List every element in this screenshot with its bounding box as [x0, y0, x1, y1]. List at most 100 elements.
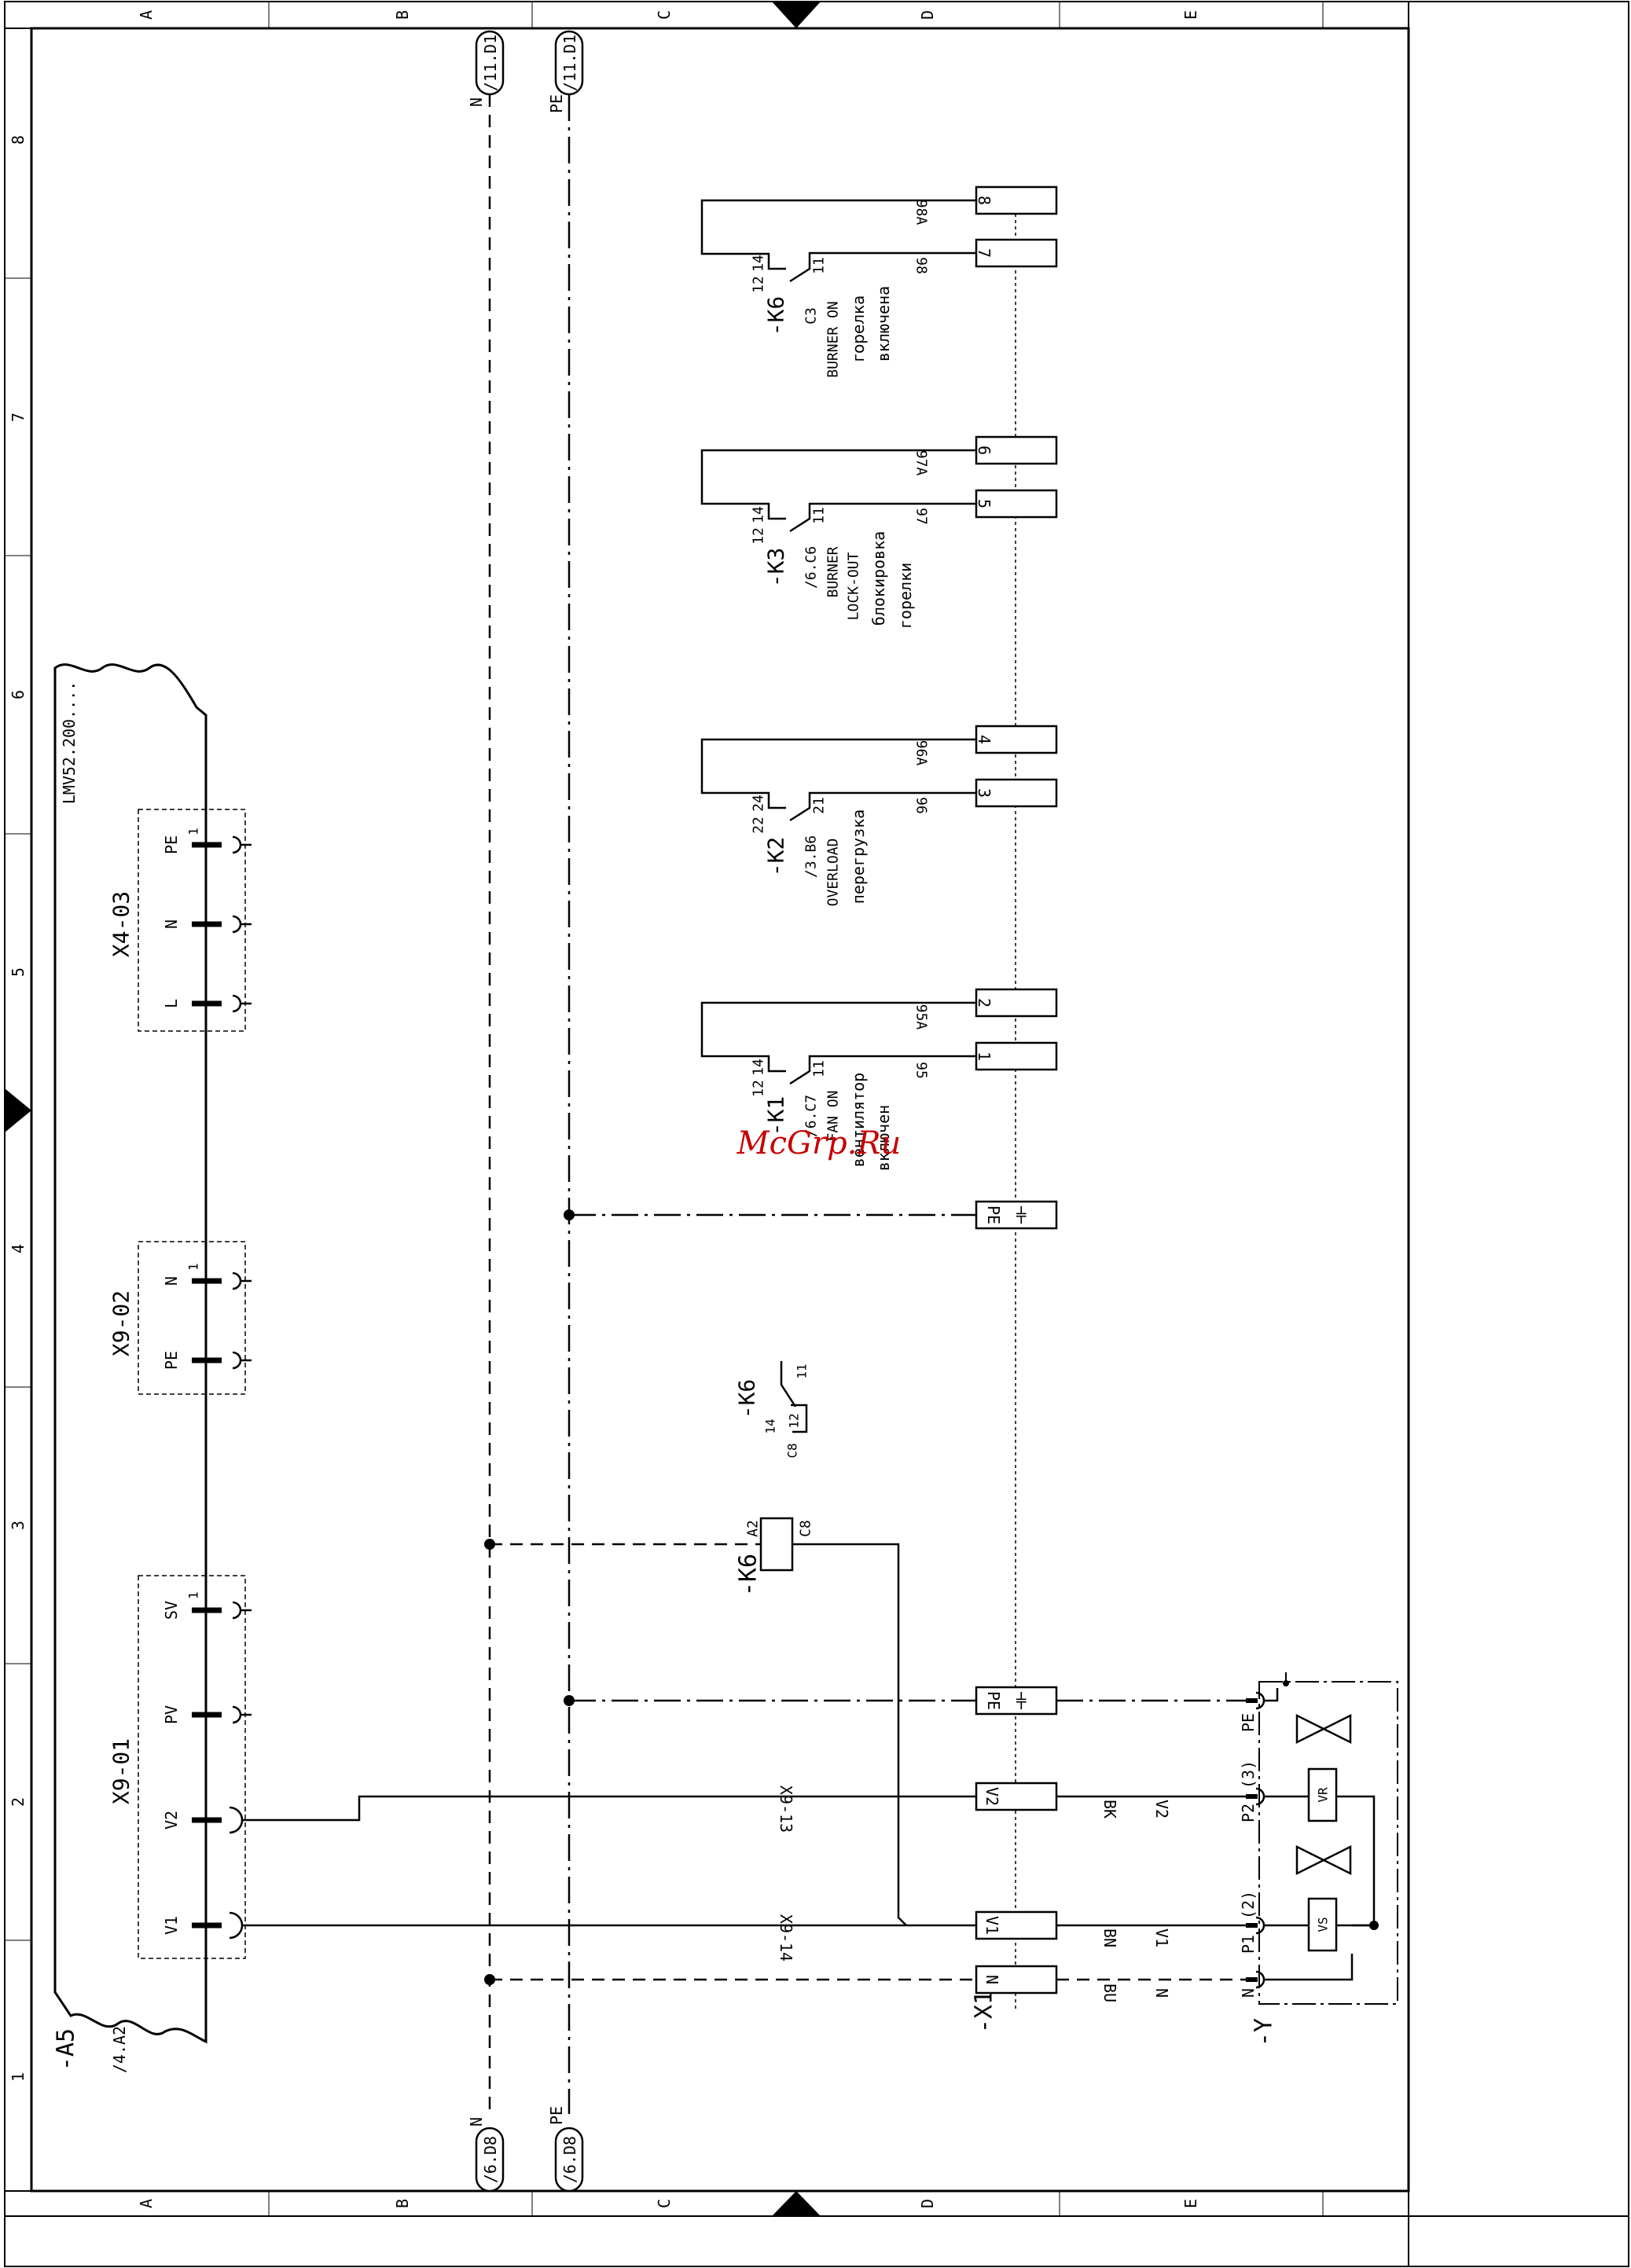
k3-c2: 14	[751, 506, 767, 523]
terminal-strip-x1: N V1 V2 PE ⊣⊢ PE ⊣⊢ 1 2 3 4 5 6 7 8 -X1	[971, 185, 1058, 2033]
k2-wire: 96	[913, 797, 930, 814]
x1-term-4: 4	[975, 735, 994, 744]
relay-k6-contact: 98A 98 12 14 11 -K6 C3 BURNER ON горелка…	[700, 200, 976, 378]
col-e-top: E	[1181, 10, 1200, 20]
valve-icon	[1295, 1844, 1352, 1876]
rails	[488, 94, 571, 2114]
junction-dots	[484, 1209, 575, 1985]
svg-text:/11.D1: /11.D1	[560, 35, 579, 91]
wire-labels: X9-13 X9-14 BK V2 BN V1 BU N	[777, 1785, 1171, 2002]
top-n-label: N	[467, 97, 486, 107]
wire-coil-v1	[792, 1543, 907, 1926]
x1-term-6: 6	[975, 446, 994, 455]
x1-term-5: 5	[975, 499, 994, 508]
k1-desc1: FAN ON	[825, 1090, 842, 1141]
k1-c1: 12	[751, 1080, 767, 1097]
k2-c3: 21	[811, 797, 828, 814]
controller-model: LMV52.200....	[60, 681, 79, 805]
bot-pe-ref: /6.D8	[554, 2127, 584, 2193]
k6-ref-12: 12	[787, 1413, 802, 1428]
k6-c2: 14	[751, 255, 767, 272]
valve-n: N	[1239, 1988, 1258, 1998]
relay-k3-contact: 97A 97 12 14 11 -K3 /6.C6 BURNER LOCK-OU…	[700, 449, 976, 629]
top-pe-label: PE	[547, 94, 566, 113]
k6-coil: A2 C8 -K6	[735, 1517, 814, 1596]
relay-k2-contact: 96A 96 22 24 21 -K2 /3.B6 OVERLOAD перег…	[700, 738, 976, 907]
valve-icon	[1295, 1713, 1352, 1745]
col-b-bottom: B	[393, 2199, 412, 2208]
svg-text:/11.D1: /11.D1	[481, 35, 500, 91]
controller-tag: -A5	[53, 2028, 80, 2071]
k1-desc2: вентилятор	[849, 1073, 868, 1167]
x1-term-2: 2	[975, 998, 994, 1007]
k1-tag: -K1	[763, 1096, 789, 1136]
k3-desc4: горелки	[896, 563, 915, 629]
col-e-bottom: E	[1181, 2199, 1200, 2208]
k2-wire-a: 96A	[913, 740, 930, 766]
row-4: 4	[9, 1244, 28, 1253]
bot-n-label: N	[467, 2117, 486, 2127]
x901-pin-v2: V2	[162, 1811, 181, 1829]
x901-pin-v1: V1	[162, 1916, 181, 1935]
bot-n-ref: /6.D8	[475, 2127, 505, 2193]
x9-02-label: X9-02	[108, 1290, 134, 1356]
wire-label-v1: V1	[1152, 1929, 1171, 1947]
k3-c3: 11	[811, 507, 828, 524]
k6-wire-a: 98A	[913, 200, 930, 226]
k2-c2: 24	[751, 795, 767, 812]
svg-text:/6.D8: /6.D8	[560, 2136, 579, 2183]
k2-desc1: OVERLOAD	[825, 839, 842, 907]
x1-term-v2: V2	[983, 1787, 1001, 1806]
col-d-bottom: D	[918, 2199, 937, 2208]
row-2: 2	[9, 1797, 28, 1807]
wires	[242, 189, 1246, 2012]
top-pe-ref: /11.D1	[554, 30, 584, 96]
x901-pin-pv: PV	[162, 1705, 181, 1724]
valve-p1n: (2)	[1239, 1891, 1258, 1919]
x1-term-v1: V1	[983, 1916, 1001, 1935]
column-labels: A B C D E A B C D E	[137, 10, 1200, 2208]
x4-pin-n: N	[162, 919, 181, 929]
x902-pin1: 1	[186, 1263, 201, 1271]
x4-pin1: 1	[186, 828, 201, 835]
wire-label-x913: X9-13	[777, 1785, 795, 1833]
svg-text:/6.D8: /6.D8	[481, 2136, 500, 2183]
relay-k1-contact: 95A 95 12 14 11 -K1 /6.C7 FAN ON вентиля…	[700, 1001, 976, 1171]
valve-vs: VS	[1316, 1917, 1331, 1932]
row-labels: 1 2 3 4 5 6 7 8	[9, 135, 28, 2082]
k1-desc3: включен	[874, 1105, 893, 1171]
col-d-top: D	[918, 10, 937, 20]
x4-pin-pe: PE	[162, 835, 181, 854]
x4-pin-l: L	[162, 999, 181, 1008]
x1-term-1: 1	[975, 1051, 994, 1061]
controller-pins: PE N L 1 N PE 1 SV PV V2 V1 1	[162, 828, 252, 1940]
row-5: 5	[9, 967, 28, 977]
row-3: 3	[9, 1521, 28, 1530]
row-8: 8	[9, 135, 28, 145]
wire-label-bn: BN	[1100, 1929, 1119, 1947]
valve-p1: P1	[1239, 1935, 1258, 1954]
k3-wire-a: 97A	[913, 450, 930, 476]
x1-term-n: N	[983, 1975, 1001, 1984]
col-a-bottom: A	[137, 2199, 156, 2208]
controller-ref: /4.A2	[110, 2026, 129, 2073]
k6-desc1: BURNER ON	[825, 301, 842, 378]
centering-marks	[5, 2, 821, 2216]
k1-c2: 14	[751, 1059, 767, 1076]
k6-wire: 98	[913, 257, 930, 274]
k3-desc3: блокировка	[869, 531, 888, 626]
wire-label-x914: X9-14	[777, 1914, 795, 1962]
k6-desc3: включена	[874, 286, 893, 361]
valve-p2n: (3)	[1239, 1760, 1258, 1789]
top-n-ref: /11.D1	[475, 30, 505, 96]
k1-ref: /6.C7	[803, 1095, 820, 1137]
k2-desc2: перегрузка	[849, 809, 868, 904]
k6-ref-loc: C8	[785, 1443, 800, 1458]
k6-contact-ref: -K6 14 12 11 C8	[734, 1361, 810, 1459]
k3-c1: 12	[751, 527, 767, 545]
k3-ref: /6.C6	[803, 546, 820, 589]
col-c-bottom: C	[655, 2199, 674, 2208]
col-c-top: C	[655, 10, 674, 20]
x1-term-8: 8	[975, 196, 994, 205]
row-6: 6	[9, 690, 28, 699]
